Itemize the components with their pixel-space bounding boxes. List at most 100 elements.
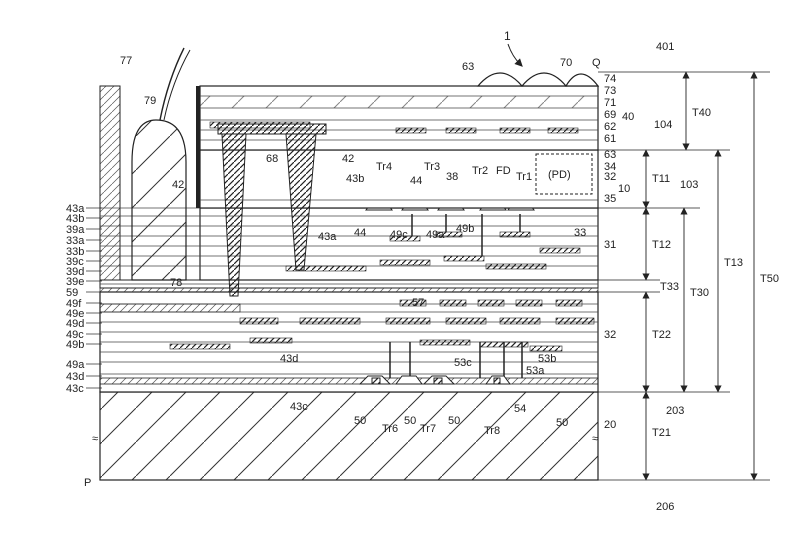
left-label-49f: 49f	[66, 298, 82, 310]
left-label-33b: 33b	[66, 246, 84, 258]
label-44-left: 44	[354, 227, 366, 239]
left-label-43d: 43d	[66, 371, 84, 383]
left-label-59: 59	[66, 287, 78, 299]
right-label-63: 63	[604, 149, 616, 161]
label-t50: T50	[760, 273, 779, 285]
label-tr2: Tr2	[472, 165, 488, 177]
label-42-upper: 42	[342, 153, 354, 165]
label-38: 38	[446, 171, 458, 183]
label-P: P	[84, 477, 91, 489]
label-53a: 53a	[526, 365, 545, 377]
label-103: 103	[680, 179, 698, 191]
label-53c: 53c	[454, 357, 472, 369]
left-label-43c: 43c	[66, 383, 84, 395]
label-57: 57	[412, 297, 424, 309]
label-43a: 43a	[318, 231, 337, 243]
label-50-a: 50	[354, 415, 366, 427]
label-43c-inner: 43c	[290, 401, 308, 413]
layer-49f	[99, 287, 599, 293]
label-tr3: Tr3	[424, 161, 440, 173]
left-pillar	[99, 85, 121, 281]
bond-layer-78	[99, 303, 241, 313]
label-tr1: Tr1	[516, 171, 532, 183]
substrate-20	[99, 391, 599, 481]
left-label-33a: 33a	[66, 235, 85, 247]
right-label-34: 34	[604, 161, 616, 173]
label-10: 10	[618, 183, 630, 195]
right-label-61: 61	[604, 133, 616, 145]
label-pd: (PD)	[548, 169, 571, 181]
label-31: 31	[604, 239, 616, 251]
label-20: 20	[604, 419, 616, 431]
label-54: 54	[514, 403, 526, 415]
left-label-39a: 39a	[66, 224, 85, 236]
label-50-b: 50	[404, 415, 416, 427]
left-label-49b: 49b	[66, 339, 84, 351]
label-49a: 49a	[426, 229, 445, 241]
label-fd: FD	[496, 165, 511, 177]
label-68: 68	[266, 153, 278, 165]
break-mark-left: ≈	[92, 433, 98, 445]
figure-number-leader	[507, 43, 523, 67]
label-44-right: 44	[410, 175, 422, 187]
wiring-31-pads	[285, 231, 581, 272]
label-50-c: 50	[448, 415, 460, 427]
label-43b: 43b	[346, 173, 364, 185]
left-label-49e: 49e	[66, 308, 84, 320]
label-t13: T13	[724, 257, 743, 269]
right-label-71: 71	[604, 97, 616, 109]
label-50-d: 50	[556, 417, 568, 429]
left-label-43a: 43a	[66, 203, 85, 215]
layer-43d	[99, 377, 599, 385]
label-49c: 49c	[390, 229, 408, 241]
label-tr8: Tr8	[484, 425, 500, 437]
label-63-top: 63	[462, 61, 474, 73]
label-t12: T12	[652, 239, 671, 251]
wiring-32-vias	[389, 342, 523, 378]
label-206: 206	[656, 501, 674, 513]
wiring-31-vias	[411, 214, 521, 256]
label-t40: T40	[692, 107, 711, 119]
left-label-39e: 39e	[66, 276, 84, 288]
label-33: 33	[574, 227, 586, 239]
label-t33: T33	[660, 281, 679, 293]
label-53b: 53b	[538, 353, 556, 365]
break-mark-right: ≈	[592, 433, 598, 445]
right-label-62: 62	[604, 121, 616, 133]
label-t30: T30	[690, 287, 709, 299]
label-Q: Q	[592, 57, 601, 69]
label-42-left: 42	[172, 179, 184, 191]
pad-opening-wall	[196, 86, 200, 208]
left-label-49d: 49d	[66, 318, 84, 330]
left-label-column: 43a43b39a33a33b39c39d39e5949f49e49d49c49…	[66, 203, 102, 395]
label-203: 203	[666, 405, 684, 417]
label-tr7: Tr7	[420, 423, 436, 435]
figure-number: 1	[504, 29, 511, 43]
right-label-69: 69	[604, 109, 616, 121]
right-label-74: 74	[604, 73, 616, 85]
right-label-73: 73	[604, 85, 616, 97]
left-label-49a: 49a	[66, 359, 85, 371]
label-tr6: Tr6	[382, 423, 398, 435]
label-t22: T22	[652, 329, 671, 341]
wiring-32-pads	[169, 299, 595, 352]
label-t11: T11	[652, 173, 670, 185]
right-label-35: 35	[604, 193, 616, 205]
label-tr4: Tr4	[376, 161, 392, 173]
right-label-32: 32	[604, 171, 616, 183]
dimension-arrows	[642, 71, 758, 481]
microlens-array	[476, 72, 600, 87]
lower-transistor-gates	[358, 375, 511, 385]
layer-71-hatch	[200, 96, 598, 108]
left-label-39c: 39c	[66, 256, 84, 268]
label-77: 77	[120, 55, 132, 67]
label-78: 78	[170, 277, 182, 289]
left-label-39d: 39d	[66, 266, 84, 278]
label-79: 79	[144, 95, 156, 107]
bond-wire-77b	[163, 49, 191, 121]
label-43d-inner: 43d	[280, 353, 298, 365]
via-cap-68	[217, 123, 327, 135]
photodiode-pd	[535, 153, 593, 195]
